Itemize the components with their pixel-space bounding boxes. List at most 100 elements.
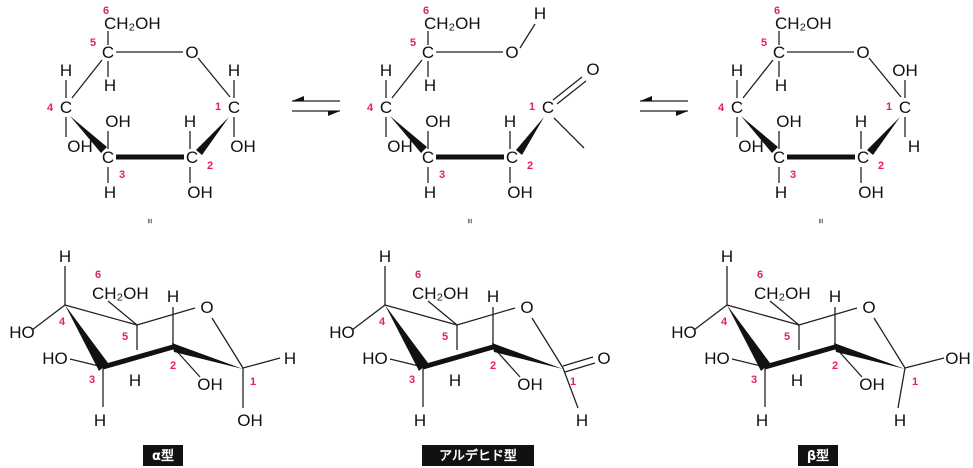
atom-label: CH₂OH [412, 284, 469, 303]
atom-label: H [167, 287, 179, 306]
atom-label: OH [507, 183, 533, 202]
atom-label: H [504, 112, 516, 131]
atom-label: OH [387, 137, 413, 156]
atom-label: C [542, 98, 554, 117]
bond [519, 23, 536, 49]
carbon-number: 5 [761, 37, 767, 49]
carbon-number: 3 [439, 169, 445, 181]
carbon-number: 4 [47, 102, 54, 114]
bond [351, 304, 386, 331]
atom-label: C [773, 148, 785, 167]
carbon-number: 2 [527, 160, 533, 172]
atom-label: OH [187, 183, 213, 202]
atom-label: OH [425, 112, 451, 131]
label-beta: β型 [798, 445, 838, 466]
label-aldehyde-text: アルデヒド型 [439, 448, 517, 464]
equivalence-mark: ≡ [145, 218, 155, 223]
bond [531, 317, 564, 369]
atom-label: C [422, 148, 434, 167]
atom-label: OH [105, 112, 131, 131]
atom-label: C [102, 148, 114, 167]
atom-label: H [829, 287, 841, 306]
bond [31, 304, 66, 331]
atom-label: H [775, 76, 787, 95]
atom-label: H [129, 371, 141, 390]
atom-label: H [380, 61, 392, 80]
wedge-bond [172, 343, 243, 369]
atom-label: O [200, 298, 213, 317]
carbon-number: 1 [215, 101, 221, 113]
wedge-bond [492, 343, 563, 369]
bond [897, 367, 906, 409]
atom-label: C [60, 98, 72, 117]
bond [553, 117, 585, 149]
label-alpha-text: α型 [152, 448, 174, 464]
bond [564, 362, 596, 373]
bond [764, 344, 836, 370]
carbon-number: 5 [784, 331, 790, 343]
carbon-number: 5 [90, 37, 96, 49]
bond [798, 307, 858, 326]
bond [556, 80, 587, 105]
atom-label: H [228, 61, 240, 80]
wedge-bond [516, 117, 544, 155]
atom-label: H [94, 411, 106, 430]
bond [904, 357, 945, 369]
carbon-number: 2 [878, 160, 884, 172]
atom-label: H [284, 349, 296, 368]
atom-label: O [520, 298, 533, 317]
carbon-number: 2 [170, 360, 176, 372]
atom-label: C [773, 43, 785, 62]
wedge-bond [70, 116, 107, 153]
atom-label: O [505, 43, 518, 62]
atom-label: H [60, 61, 72, 80]
atom-label: OH [67, 137, 93, 156]
wedge-bond [867, 117, 900, 155]
atom-label: C [731, 98, 743, 117]
carbon-number: 3 [119, 169, 125, 181]
wedge-bond [727, 305, 770, 371]
atom-label: O [586, 60, 599, 79]
atom-label: H [721, 247, 733, 266]
atom-label: OH [738, 137, 764, 156]
bond [873, 317, 906, 369]
atom-label: H [487, 287, 499, 306]
atom-label: CH₂OH [754, 284, 811, 303]
bond [427, 300, 458, 326]
bond [107, 300, 138, 326]
equivalence-mark: ≡ [465, 218, 475, 223]
atom-label: OH [197, 375, 223, 394]
atom-label: HO [671, 323, 697, 342]
equilibrium-arrow-left [292, 96, 340, 116]
bond [391, 59, 423, 99]
bond [742, 59, 774, 99]
atom-label: C [186, 148, 198, 167]
carbon-number: 6 [423, 5, 429, 17]
atom-label: H [424, 183, 436, 202]
atom-label: C [102, 43, 114, 62]
atom-label: OH [776, 112, 802, 131]
bond [562, 356, 594, 367]
bond [242, 357, 281, 369]
atom-label: OH [858, 183, 884, 202]
atom-label: OH [945, 349, 971, 368]
atom-label: H [59, 247, 71, 266]
atom-label: C [422, 43, 434, 62]
carbon-number: 3 [409, 374, 415, 386]
label-alpha: α型 [143, 445, 183, 466]
atom-label: O [597, 349, 610, 368]
carbon-number: 6 [103, 5, 109, 17]
atom-label: H [184, 112, 196, 131]
carbon-number: 4 [721, 316, 728, 328]
atom-label: H [855, 112, 867, 131]
atom-label: H [414, 411, 426, 430]
bond [562, 367, 579, 409]
bond [726, 304, 800, 326]
bond [211, 317, 244, 369]
atom-label: OH [517, 375, 543, 394]
atom-label: H [731, 61, 743, 80]
